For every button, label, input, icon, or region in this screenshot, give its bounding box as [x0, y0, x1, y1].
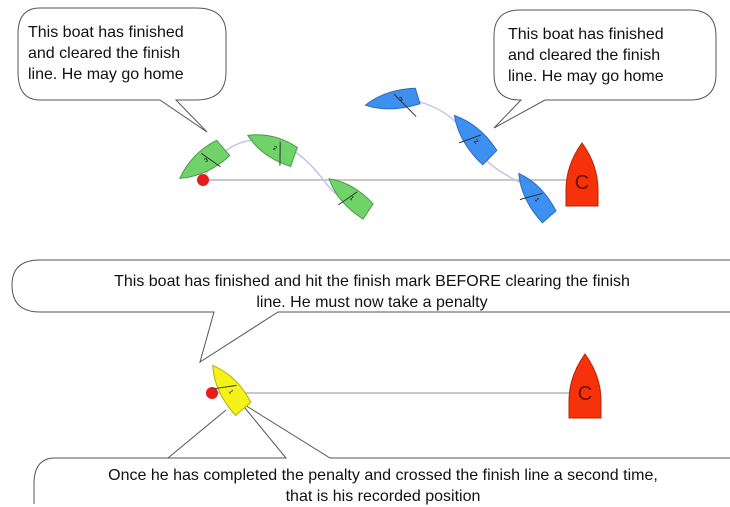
- committee-boat-top-letter: C: [575, 172, 589, 194]
- blue-boat-3-number: 3: [399, 97, 404, 104]
- green-boat-2-number: 2: [272, 145, 278, 152]
- blue-boat-2: 2: [453, 114, 498, 166]
- callout-top-right-text: This boat has finished and cleared the f…: [508, 26, 664, 85]
- blue-boat-2-number: 2: [472, 139, 479, 146]
- committee-boat-bottom-letter: C: [578, 383, 592, 405]
- blue-boat-1: 1: [518, 172, 557, 224]
- green-boat-1: 1: [328, 178, 374, 220]
- yellow-boat-number: 1: [227, 389, 234, 396]
- callout-middle-text: This boat has finished and hit the finis…: [114, 273, 630, 311]
- yellow-boat: 1: [212, 364, 252, 417]
- green-boat-3-number: 3: [203, 157, 210, 164]
- finish-mark-top: [197, 174, 209, 186]
- green-boat-2: 2: [246, 134, 298, 167]
- callout-bubble-bottom-pointer-line: [167, 409, 227, 459]
- finish-mark-bottom: [206, 387, 218, 399]
- green-boat-3: 3: [178, 139, 231, 179]
- committee-boat-bottom: C: [568, 353, 602, 419]
- blue-boat-1-number: 1: [533, 197, 540, 204]
- callout-bubble-bottom: [33, 401, 730, 504]
- committee-boat-top: C: [565, 142, 599, 207]
- callout-bubble-top-right: [493, 9, 717, 129]
- callout-bubble-top-left: [17, 7, 227, 133]
- callout-bubble-middle: [11, 259, 730, 364]
- blue-boat-3: 3: [364, 87, 421, 117]
- callout-top-left-text: This boat has finished and cleared the f…: [28, 24, 184, 83]
- callout-bottom-text: Once he has completed the penalty and cr…: [108, 467, 658, 505]
- green-boat-1-number: 1: [348, 195, 355, 202]
